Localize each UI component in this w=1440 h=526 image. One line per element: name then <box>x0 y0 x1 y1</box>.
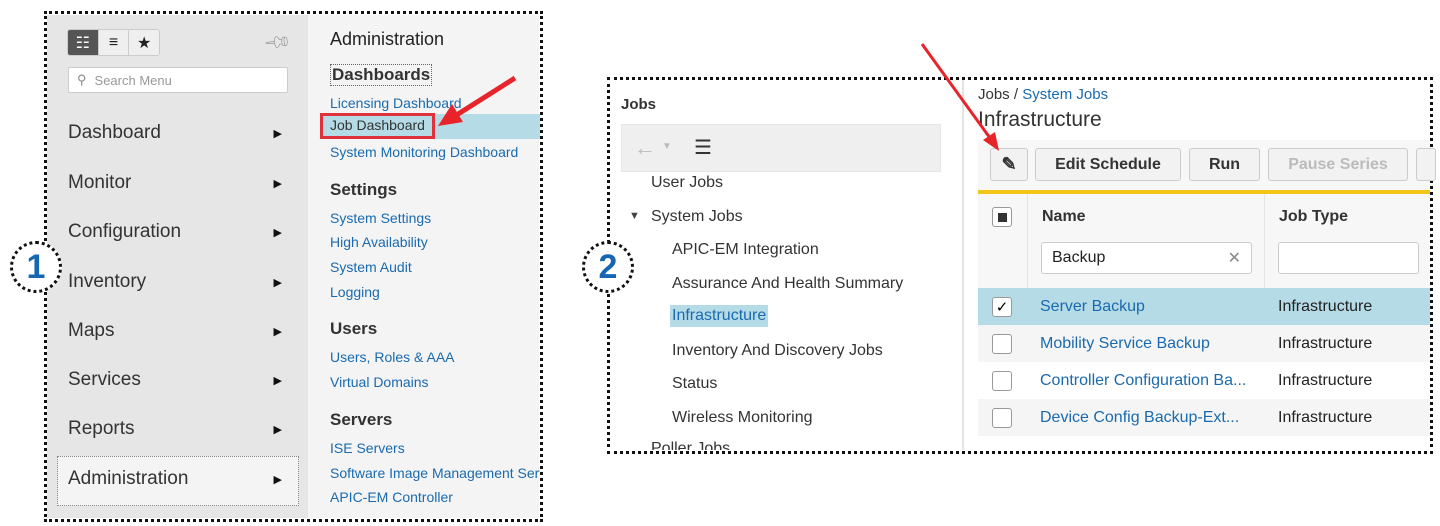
red-arrow-icon <box>920 43 999 151</box>
pause-series-button[interactable]: Pause Series <box>1268 148 1408 181</box>
tree-assurance-health-summary[interactable]: Assurance And Health Summary <box>672 275 904 292</box>
run-button[interactable]: Run <box>1189 148 1260 181</box>
section-users: Users <box>330 319 378 338</box>
jobs-tree-title: Jobs <box>621 96 657 113</box>
chevron-right-icon: ▶ <box>273 423 282 436</box>
tree-status[interactable]: Status <box>672 375 718 392</box>
callout-1: 1 <box>10 241 62 293</box>
column-header-job-type[interactable]: Job Type <box>1279 208 1349 225</box>
favorites-star-icon[interactable]: ★ <box>137 34 152 52</box>
tree-user-jobs[interactable]: User Jobs <box>651 174 724 191</box>
column-divider <box>1264 194 1265 288</box>
table-row[interactable]: Controller Configuration Ba...Infrastruc… <box>978 362 1430 399</box>
partial-check-icon <box>997 212 1007 222</box>
link-system-audit[interactable]: System Audit <box>330 259 412 275</box>
link-users-roles-aaa[interactable]: Users, Roles & AAA <box>330 349 455 365</box>
edit-schedule-button[interactable]: Edit Schedule <box>1035 148 1181 181</box>
link-virtual-domains[interactable]: Virtual Domains <box>330 374 429 390</box>
chevron-right-icon: ▶ <box>273 325 282 338</box>
tree-system-jobs[interactable]: System Jobs <box>651 208 743 225</box>
breadcrumb-system-jobs[interactable]: System Jobs <box>1022 86 1109 103</box>
tree-poller-jobs[interactable]: Poller Jobs <box>651 440 731 450</box>
tree-inventory-discovery-jobs[interactable]: Inventory And Discovery Jobs <box>672 342 883 359</box>
link-logging[interactable]: Logging <box>330 284 380 300</box>
section-settings: Settings <box>330 180 398 199</box>
chevron-right-icon: ▶ <box>273 127 282 140</box>
selected-link-highlight <box>321 114 540 139</box>
chevron-right-icon: ▶ <box>273 226 282 239</box>
page-title: Infrastructure <box>978 108 1102 131</box>
toolbar-accent-bar <box>978 190 1430 194</box>
name-filter-input[interactable]: Backup ✕ <box>1041 242 1252 274</box>
more-button[interactable] <box>1416 148 1436 181</box>
clear-filter-icon[interactable]: ✕ <box>1227 250 1241 267</box>
select-all-checkbox[interactable] <box>992 207 1012 227</box>
red-arrow-icon <box>438 75 517 126</box>
tree-list-icon[interactable]: ☰ <box>694 137 712 159</box>
nav-dashboard[interactable]: Dashboard▶ <box>68 122 282 143</box>
main-nav-sidebar <box>47 15 308 518</box>
tree-apic-em-integration[interactable]: APIC-EM Integration <box>672 241 819 258</box>
edit-pencil-button[interactable]: ✎ <box>990 148 1028 181</box>
pencil-icon: ✎ <box>1001 154 1017 174</box>
panel-divider <box>962 80 964 450</box>
link-high-availability[interactable]: High Availability <box>330 234 428 250</box>
search-menu-input[interactable]: ⚲ Search Menu <box>68 67 288 93</box>
chevron-right-icon: ▶ <box>273 276 282 289</box>
nav-configuration[interactable]: Configuration▶ <box>68 221 282 242</box>
link-licensing-dashboard[interactable]: Licensing Dashboard <box>330 95 462 111</box>
search-icon: ⚲ <box>77 72 87 87</box>
section-servers: Servers <box>330 410 393 429</box>
nav-maps[interactable]: Maps▶ <box>68 320 282 341</box>
row-checkbox[interactable] <box>992 370 1012 391</box>
link-system-settings[interactable]: System Settings <box>330 210 432 226</box>
submenu-panel <box>308 15 539 518</box>
submenu-title: Administration <box>330 29 445 49</box>
chevron-right-icon: ▶ <box>273 374 282 387</box>
dropdown-caret-icon[interactable]: ▼ <box>662 141 672 152</box>
link-apic-em-controller[interactable]: APIC-EM Controller <box>330 489 453 505</box>
tree-wireless-monitoring[interactable]: Wireless Monitoring <box>672 409 813 426</box>
link-software-image-management[interactable]: Software Image Management Servers <box>330 465 540 481</box>
back-arrow-icon[interactable]: ← <box>634 135 656 160</box>
column-header-name[interactable]: Name <box>1042 208 1086 225</box>
nav-services[interactable]: Services▶ <box>68 369 282 390</box>
section-dashboards: Dashboards <box>330 64 433 86</box>
row-checkbox-checked[interactable]: ✓ <box>992 296 1012 317</box>
nav-administration[interactable]: Administration▶ <box>68 468 282 489</box>
active-nav-highlight <box>57 456 299 506</box>
callout-2: 2 <box>582 241 634 293</box>
link-system-monitoring-dashboard[interactable]: System Monitoring Dashboard <box>330 144 519 160</box>
expand-triangle-icon[interactable]: ▼ <box>629 210 640 222</box>
tree-toolbar: ← ▼ ☰ <box>621 124 941 172</box>
breadcrumb: Jobs / System Jobs <box>978 86 1109 103</box>
job-type-filter-input[interactable] <box>1278 242 1419 274</box>
list-view-icon[interactable]: ≡ <box>99 30 130 55</box>
chevron-right-icon: ▶ <box>273 473 282 486</box>
table-row[interactable]: Device Config Backup-Ext...Infrastructur… <box>978 399 1430 436</box>
tree-view-icon[interactable]: ☷ <box>68 30 99 55</box>
link-job-dashboard[interactable]: Job Dashboard <box>320 113 435 139</box>
link-ise-servers[interactable]: ISE Servers <box>330 440 405 456</box>
tree-infrastructure[interactable]: Infrastructure <box>670 305 769 327</box>
chevron-right-icon: ▶ <box>273 177 282 190</box>
row-checkbox[interactable] <box>992 407 1012 428</box>
column-divider <box>1027 194 1028 288</box>
nav-reports[interactable]: Reports▶ <box>68 418 282 439</box>
nav-inventory[interactable]: Inventory▶ <box>68 271 282 292</box>
nav-monitor[interactable]: Monitor▶ <box>68 172 282 193</box>
menu-view-toggle[interactable]: ☷ ≡ ★ <box>67 29 160 56</box>
row-checkbox[interactable] <box>992 333 1012 354</box>
